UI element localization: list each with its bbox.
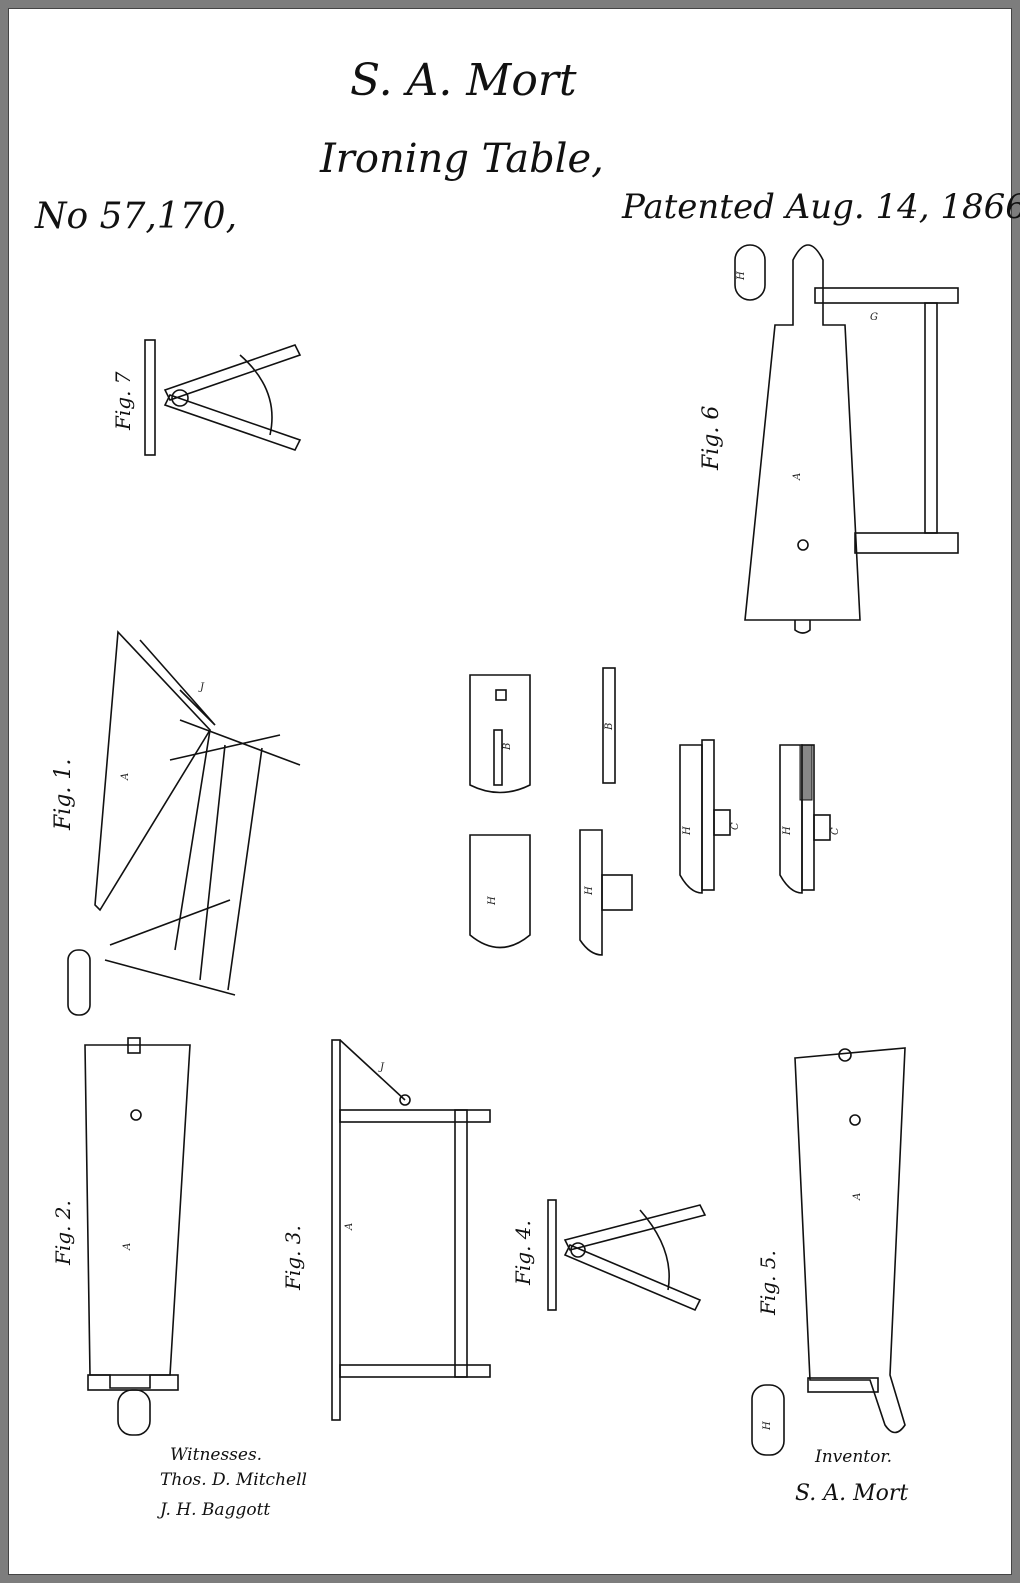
hinge <box>795 620 810 633</box>
assembly-1-c <box>714 810 730 835</box>
board-edge <box>332 1040 340 1420</box>
label-j: J <box>198 682 205 693</box>
board-a <box>795 1048 905 1433</box>
title-heading: Ironing Table, <box>319 136 604 182</box>
rail-vertical <box>925 303 937 533</box>
part-h-face <box>470 835 530 948</box>
label-h1: H <box>487 896 498 906</box>
screw <box>850 1115 860 1125</box>
figure-1: A J Fig. 1. <box>51 632 300 1015</box>
part-b-holder <box>470 675 530 793</box>
rail-bottom <box>855 533 958 553</box>
figure-2: A Fig. 2. <box>51 1038 190 1435</box>
witness-1-signature: Thos. D. Mitchell <box>160 1470 307 1490</box>
fig1-label: Fig. 1. <box>51 759 76 831</box>
figure-5: H A Fig. 5. <box>752 1048 905 1455</box>
label-c2: C <box>830 827 841 835</box>
piece-h <box>68 950 90 1015</box>
label-g: G <box>870 312 878 323</box>
label-h2: H <box>584 886 595 896</box>
label-c1: C <box>730 822 741 830</box>
slot <box>496 690 506 700</box>
label-a: A <box>852 1193 863 1201</box>
leg <box>455 1110 467 1377</box>
label-a: A <box>792 473 803 481</box>
board-edge <box>145 340 155 455</box>
fig2-label: Fig. 2. <box>51 1200 75 1266</box>
label-a: A <box>344 1223 355 1231</box>
label-h: H <box>736 271 747 281</box>
piece-h <box>118 1390 150 1435</box>
fig7-label: Fig. 7 <box>111 371 135 431</box>
board-edge <box>548 1200 556 1310</box>
label-b1: B <box>502 743 513 751</box>
label-b2: B <box>604 723 615 731</box>
fig5-label: Fig. 5. <box>756 1250 780 1316</box>
label-h: H <box>762 1421 773 1431</box>
inventor-name-heading: S. A. Mort <box>350 55 577 106</box>
figure-7: Fig. 7 <box>111 340 300 455</box>
fig3-label: Fig. 3. <box>281 1225 305 1291</box>
inventor-signature: S. A. Mort <box>795 1481 908 1506</box>
screw <box>131 1110 141 1120</box>
assembly-2-h <box>780 745 802 893</box>
bar <box>494 730 502 785</box>
label-h4: H <box>782 826 793 836</box>
fig6-label: Fig. 6 <box>699 406 724 471</box>
piece-h <box>752 1385 784 1455</box>
patent-date: Patented Aug. 14, 1866. <box>621 187 1020 227</box>
figure-4: Fig. 4. <box>511 1200 705 1310</box>
legs <box>165 345 300 450</box>
frame-rails <box>175 730 262 990</box>
figure-6: H A G Fig. 6 <box>699 245 958 633</box>
board-a <box>95 632 210 910</box>
screw <box>798 540 808 550</box>
assembly-1-b <box>702 740 714 890</box>
knob <box>602 875 632 910</box>
fig4-label: Fig. 4. <box>511 1220 535 1286</box>
assembly-2-c <box>814 815 830 840</box>
figure-3: J A Fig. 3. <box>281 1040 490 1420</box>
arc <box>640 1210 669 1290</box>
label-a: A <box>120 773 131 781</box>
board-a <box>745 245 860 620</box>
witness-2-signature: J. H. Baggott <box>157 1500 270 1520</box>
detail-parts: B B H H H C H C <box>470 668 841 955</box>
inventor-label: Inventor. <box>814 1447 892 1467</box>
label-a: A <box>122 1243 133 1251</box>
label-h3: H <box>682 826 693 836</box>
patent-number: No 57,170, <box>34 196 237 237</box>
board-a <box>85 1045 190 1388</box>
witnesses-label: Witnesses. <box>170 1445 262 1465</box>
rail-top <box>815 288 958 303</box>
assembly-1-h <box>680 745 702 893</box>
label-j: J <box>378 1062 385 1073</box>
hinge <box>839 1049 851 1061</box>
brace-j <box>340 1040 405 1100</box>
legs <box>565 1205 705 1310</box>
